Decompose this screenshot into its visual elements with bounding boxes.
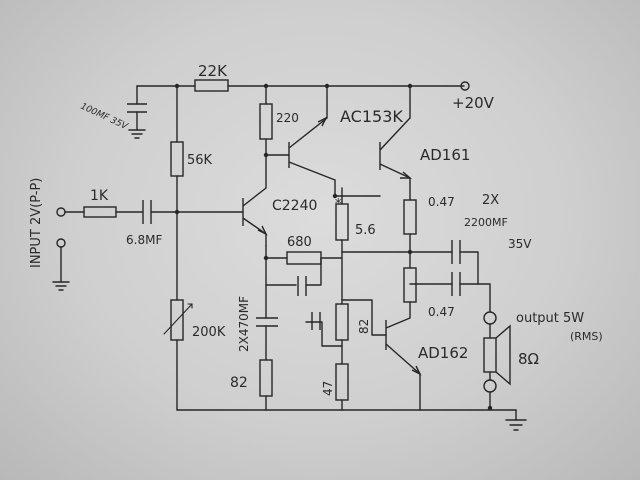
transistor-ad162 — [341, 299, 422, 411]
decoupling-capacitor — [127, 85, 147, 139]
resistor-1k — [83, 206, 117, 218]
input-ground-terminal — [56, 238, 66, 248]
capacitor-470-b — [297, 276, 307, 296]
resistor-220 — [259, 85, 273, 158]
resistor-82-low — [259, 359, 273, 397]
input-capacitor — [142, 200, 152, 224]
label-r-82-low: 82 — [230, 375, 248, 391]
label-r-5-6: 5.6 — [355, 223, 376, 238]
resistor-22k — [194, 79, 229, 92]
input-network — [52, 200, 244, 291]
label-supply: +20V — [452, 94, 495, 112]
resistor-47 — [335, 363, 349, 401]
label-output-power: output 5W — [516, 311, 584, 326]
output-capacitor — [341, 240, 491, 313]
resistor-82-mid — [335, 303, 349, 341]
resistor-5-6 — [332, 187, 349, 301]
feedback-network — [256, 245, 349, 411]
capacitor-470-a — [256, 317, 278, 327]
label-r-1k: 1K — [90, 188, 109, 204]
label-ac153k: AC153K — [340, 107, 403, 126]
supply-rail — [136, 81, 470, 91]
label-r-047-top: 0.47 — [428, 195, 455, 209]
resistor-680 — [286, 251, 322, 265]
label-ad162: AD162 — [418, 344, 468, 362]
input-terminal — [56, 207, 66, 217]
bias-network — [163, 85, 193, 411]
transistor-ac153k — [288, 85, 336, 197]
speaker-terminal-top — [483, 311, 497, 325]
label-r-22k: 22K — [198, 62, 228, 80]
label-input-cap: 6.8MF — [126, 233, 162, 247]
speaker-terminal-bottom — [483, 379, 497, 393]
resistor-047-top — [403, 199, 417, 255]
transistor-ad161 — [334, 83, 413, 201]
label-cap-value: 2200MF — [464, 216, 508, 229]
label-cap-count: 2X — [482, 193, 499, 208]
label-r-47: 47 — [321, 381, 335, 396]
resistor-047-bottom — [403, 251, 417, 319]
label-r-82-mid: 82 — [357, 319, 371, 334]
label-c2240: C2240 — [272, 198, 317, 214]
label-ad161: AD161 — [420, 146, 470, 164]
label-r-047-bottom: 0.47 — [428, 305, 455, 319]
label-decouple-cap: 100MF 35V — [79, 102, 130, 133]
resistor-56k — [170, 141, 184, 177]
ground-rail — [176, 405, 527, 431]
label-input: INPUT 2V(P-P) — [29, 178, 44, 268]
label-output-rms: (RMS) — [570, 330, 603, 343]
supply-terminal — [460, 81, 470, 91]
label-r-680: 680 — [287, 235, 312, 250]
label-asterisk: * — [335, 197, 342, 212]
label-r-220: 220 — [276, 111, 299, 125]
speaker — [483, 311, 511, 409]
label-speaker-impedance: 8Ω — [518, 350, 539, 368]
label-r-56k: 56K — [187, 153, 213, 168]
label-cap-470: 2X470MF — [237, 296, 251, 352]
labels: 22K +20V 100MF 35V 220 AC153K AD161 56K … — [29, 62, 603, 396]
label-cap-voltage: 35V — [508, 237, 532, 251]
label-trim-pot: 200K — [192, 325, 226, 340]
